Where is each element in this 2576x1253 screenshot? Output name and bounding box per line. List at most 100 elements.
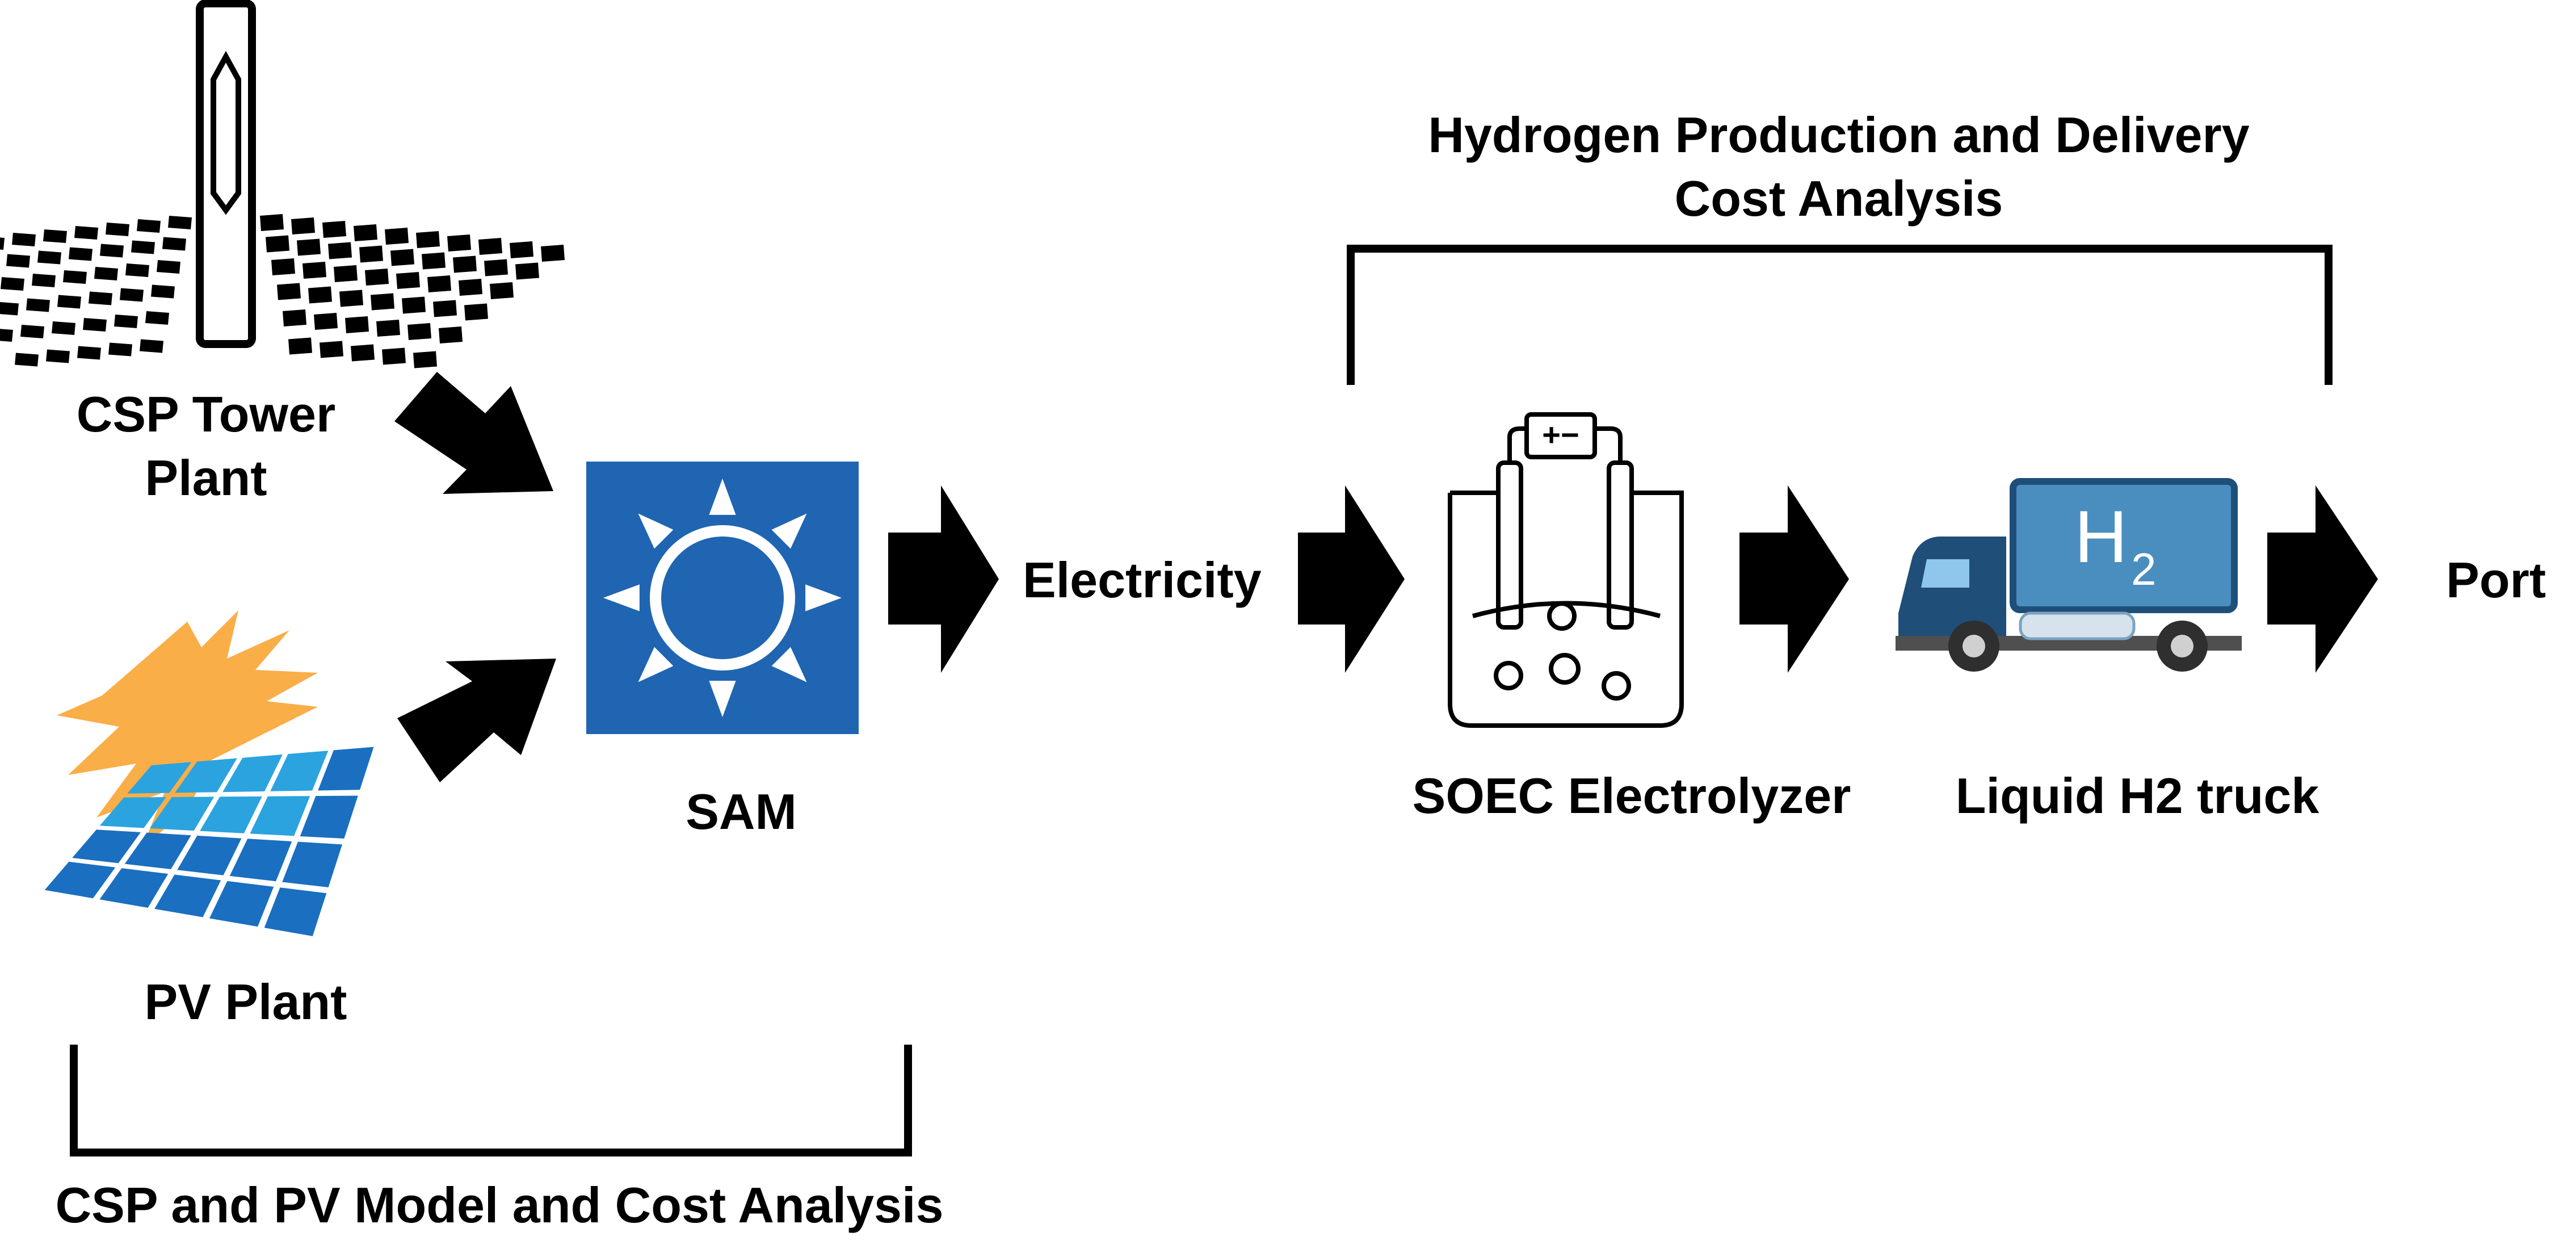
pv-cell [318, 747, 374, 791]
arrow-truck-to-port [2267, 485, 2378, 673]
heliostat [351, 344, 375, 362]
heliostat [74, 226, 98, 240]
heliostat [271, 258, 295, 275]
pv-cell [300, 795, 358, 839]
pv-cell [282, 841, 343, 887]
heliostat [57, 295, 81, 309]
heliostat [137, 219, 161, 233]
heliostat [484, 259, 508, 276]
pv-cell [72, 829, 141, 864]
heliostat [371, 293, 394, 311]
heliostat [140, 339, 163, 353]
arrow-sam-to-electricity [888, 485, 999, 673]
pv-cell [154, 874, 221, 917]
sun-ray [709, 681, 736, 717]
heliostat [69, 247, 93, 261]
top-bracket-title-line1: Hydrogen Production and Delivery [1428, 107, 2249, 163]
heliostat [106, 223, 129, 236]
heliostat [288, 337, 312, 355]
heliostat [396, 272, 420, 289]
top-bracket [1347, 245, 2333, 385]
heliostat [15, 353, 39, 367]
heliostat [283, 309, 306, 326]
pv-cell [229, 839, 292, 882]
heliostat [125, 263, 149, 277]
heliostat [515, 262, 539, 280]
arrow-pv-to-sam [397, 659, 556, 782]
pv-cell [99, 868, 169, 908]
sun-ray [603, 584, 640, 611]
heliostat [94, 267, 118, 280]
heliostat [20, 325, 44, 338]
heliostat [407, 323, 431, 340]
heliostat [0, 329, 13, 342]
heliostat [32, 274, 56, 287]
heliostat [334, 265, 358, 282]
heliostat [390, 249, 414, 266]
heliostat [83, 318, 107, 332]
heliostat [382, 347, 406, 365]
port-label: Port [2446, 552, 2546, 608]
heliostat [266, 235, 289, 253]
pv-cell [250, 796, 310, 836]
heliostat [12, 233, 36, 246]
heliostat [439, 326, 463, 343]
truck-label: Liquid H2 truck [1956, 768, 2320, 824]
heliostat [168, 216, 192, 229]
heliostat [46, 349, 70, 363]
csp-tower-label-line2: Plant [145, 450, 267, 506]
pv-cell [264, 887, 327, 936]
heliostat [297, 238, 321, 256]
heliostat [339, 290, 363, 307]
sun-ray [771, 647, 807, 682]
heliostat [320, 341, 343, 358]
sun-ray [805, 584, 842, 611]
heliostat [422, 252, 446, 270]
heliostat [510, 241, 533, 258]
heliostat [490, 282, 514, 299]
heliostat [77, 346, 101, 360]
heliostat [464, 303, 488, 321]
bottom-bracket [70, 1045, 912, 1156]
heliostat [100, 244, 124, 258]
pv-cell [209, 881, 274, 927]
heliostat [6, 254, 30, 268]
sun-ray [709, 479, 736, 515]
sun-ray [638, 513, 674, 549]
pv-cell [44, 861, 116, 899]
heliostat [427, 275, 451, 292]
heliostat [402, 296, 426, 314]
sun-icon [57, 610, 318, 849]
heliostat [302, 262, 326, 279]
pv-cell [222, 754, 283, 793]
heliostat [345, 316, 369, 333]
sun-ray [771, 513, 807, 549]
truck-h-subscript: 2 [2131, 544, 2157, 594]
pv-cell [177, 835, 242, 875]
heliostat [151, 284, 175, 299]
heliostat [43, 229, 67, 243]
electrolyzer-icon [1448, 412, 1684, 728]
heliostat [89, 291, 112, 305]
truck-h-symbol: H [2074, 495, 2128, 578]
heliostat [541, 245, 565, 262]
heliostat [433, 300, 457, 317]
pv-plant-label: PV Plant [145, 974, 347, 1030]
csp-tower-label-line1: CSP Tower [77, 386, 335, 442]
heliostat [157, 260, 180, 274]
heliostat [308, 286, 332, 304]
heliostat [416, 231, 440, 248]
arrow-soec-to-truck [1739, 485, 1849, 673]
heliostat [413, 351, 437, 368]
heliostat [376, 320, 400, 337]
pv-cell [99, 797, 166, 828]
heliostat [37, 250, 61, 265]
heliostat [365, 269, 389, 286]
arrow-electricity-to-soec [1298, 485, 1405, 673]
heliostat [359, 245, 383, 263]
heliostat [354, 224, 377, 241]
heliostat [328, 242, 352, 259]
hydrogen-truck-icon [1896, 478, 2242, 672]
bottom-bracket-title: CSP and PV Model and Cost Analysis [56, 1177, 944, 1233]
pv-cell [270, 751, 329, 791]
